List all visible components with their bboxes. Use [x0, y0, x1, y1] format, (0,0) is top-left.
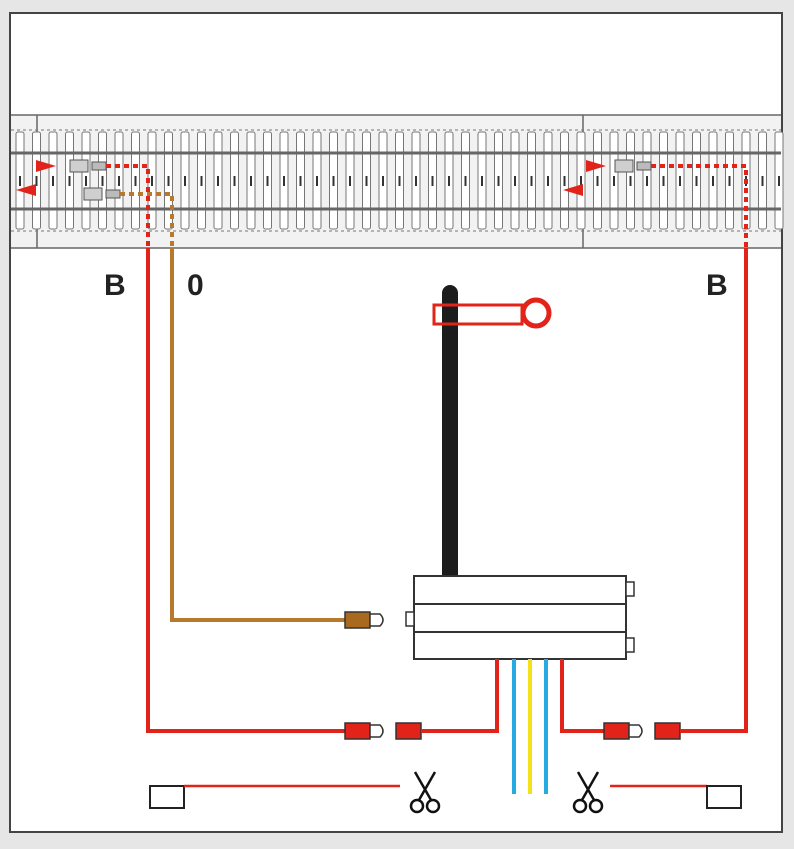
scissors-icon	[409, 771, 441, 814]
control-cable-bundle	[512, 659, 548, 794]
track-section	[11, 114, 784, 249]
right-feed-wire	[680, 248, 748, 733]
socket-icon	[654, 722, 681, 740]
plug-icon	[603, 722, 643, 740]
wire-end-box	[149, 785, 185, 809]
left-feed-wire-hidden	[106, 164, 150, 248]
right-feeder-clip	[563, 159, 652, 196]
track-sleepers	[15, 131, 784, 230]
decoder-right-feed-lead	[560, 659, 604, 733]
signal-control-box	[405, 575, 635, 660]
wire-end-box	[706, 785, 742, 809]
semaphore-signal-icon	[432, 285, 552, 586]
plug-icon	[344, 722, 384, 740]
left-feed-wire	[146, 248, 345, 733]
socket-icon	[395, 722, 422, 740]
right-feed-wire-hidden	[651, 164, 748, 248]
decoder-left-feed-lead	[421, 659, 499, 733]
ground-wire	[170, 248, 345, 622]
label-right-feed: B	[706, 269, 728, 302]
plug-icon	[344, 611, 384, 629]
label-left-feed: B	[104, 269, 126, 302]
label-ground: 0	[187, 269, 204, 302]
scissors-icon	[572, 771, 604, 814]
